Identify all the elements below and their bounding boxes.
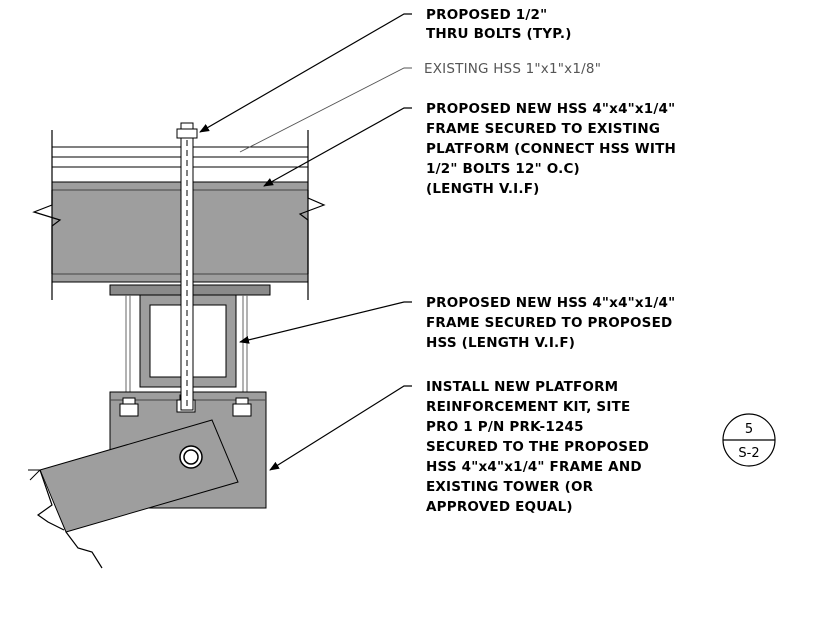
detail-tag[interactable]: 5 S-2 — [722, 413, 776, 467]
detail-sheet: S-2 — [738, 446, 759, 461]
callout-bolts: PROPOSED 1/2" THRU BOLTS (TYP.) — [426, 7, 572, 42]
callout-kit: INSTALL NEW PLATFORM REINFORCEMENT KIT, … — [426, 379, 654, 515]
connection-bolt — [179, 445, 203, 469]
existing-platform-member — [32, 130, 326, 300]
side-rods — [125, 295, 248, 395]
callout-existing-hss: EXISTING HSS 1"x1"x1/8" — [424, 61, 601, 77]
detail-number: 5 — [745, 422, 753, 437]
thru-bolt — [176, 122, 198, 411]
leader-lines — [199, 13, 412, 471]
callout-frame-mid: PROPOSED NEW HSS 4"x4"x1/4" FRAME SECURE… — [426, 295, 680, 351]
callout-frame-top: PROPOSED NEW HSS 4"x4"x1/4" FRAME SECURE… — [426, 101, 681, 197]
